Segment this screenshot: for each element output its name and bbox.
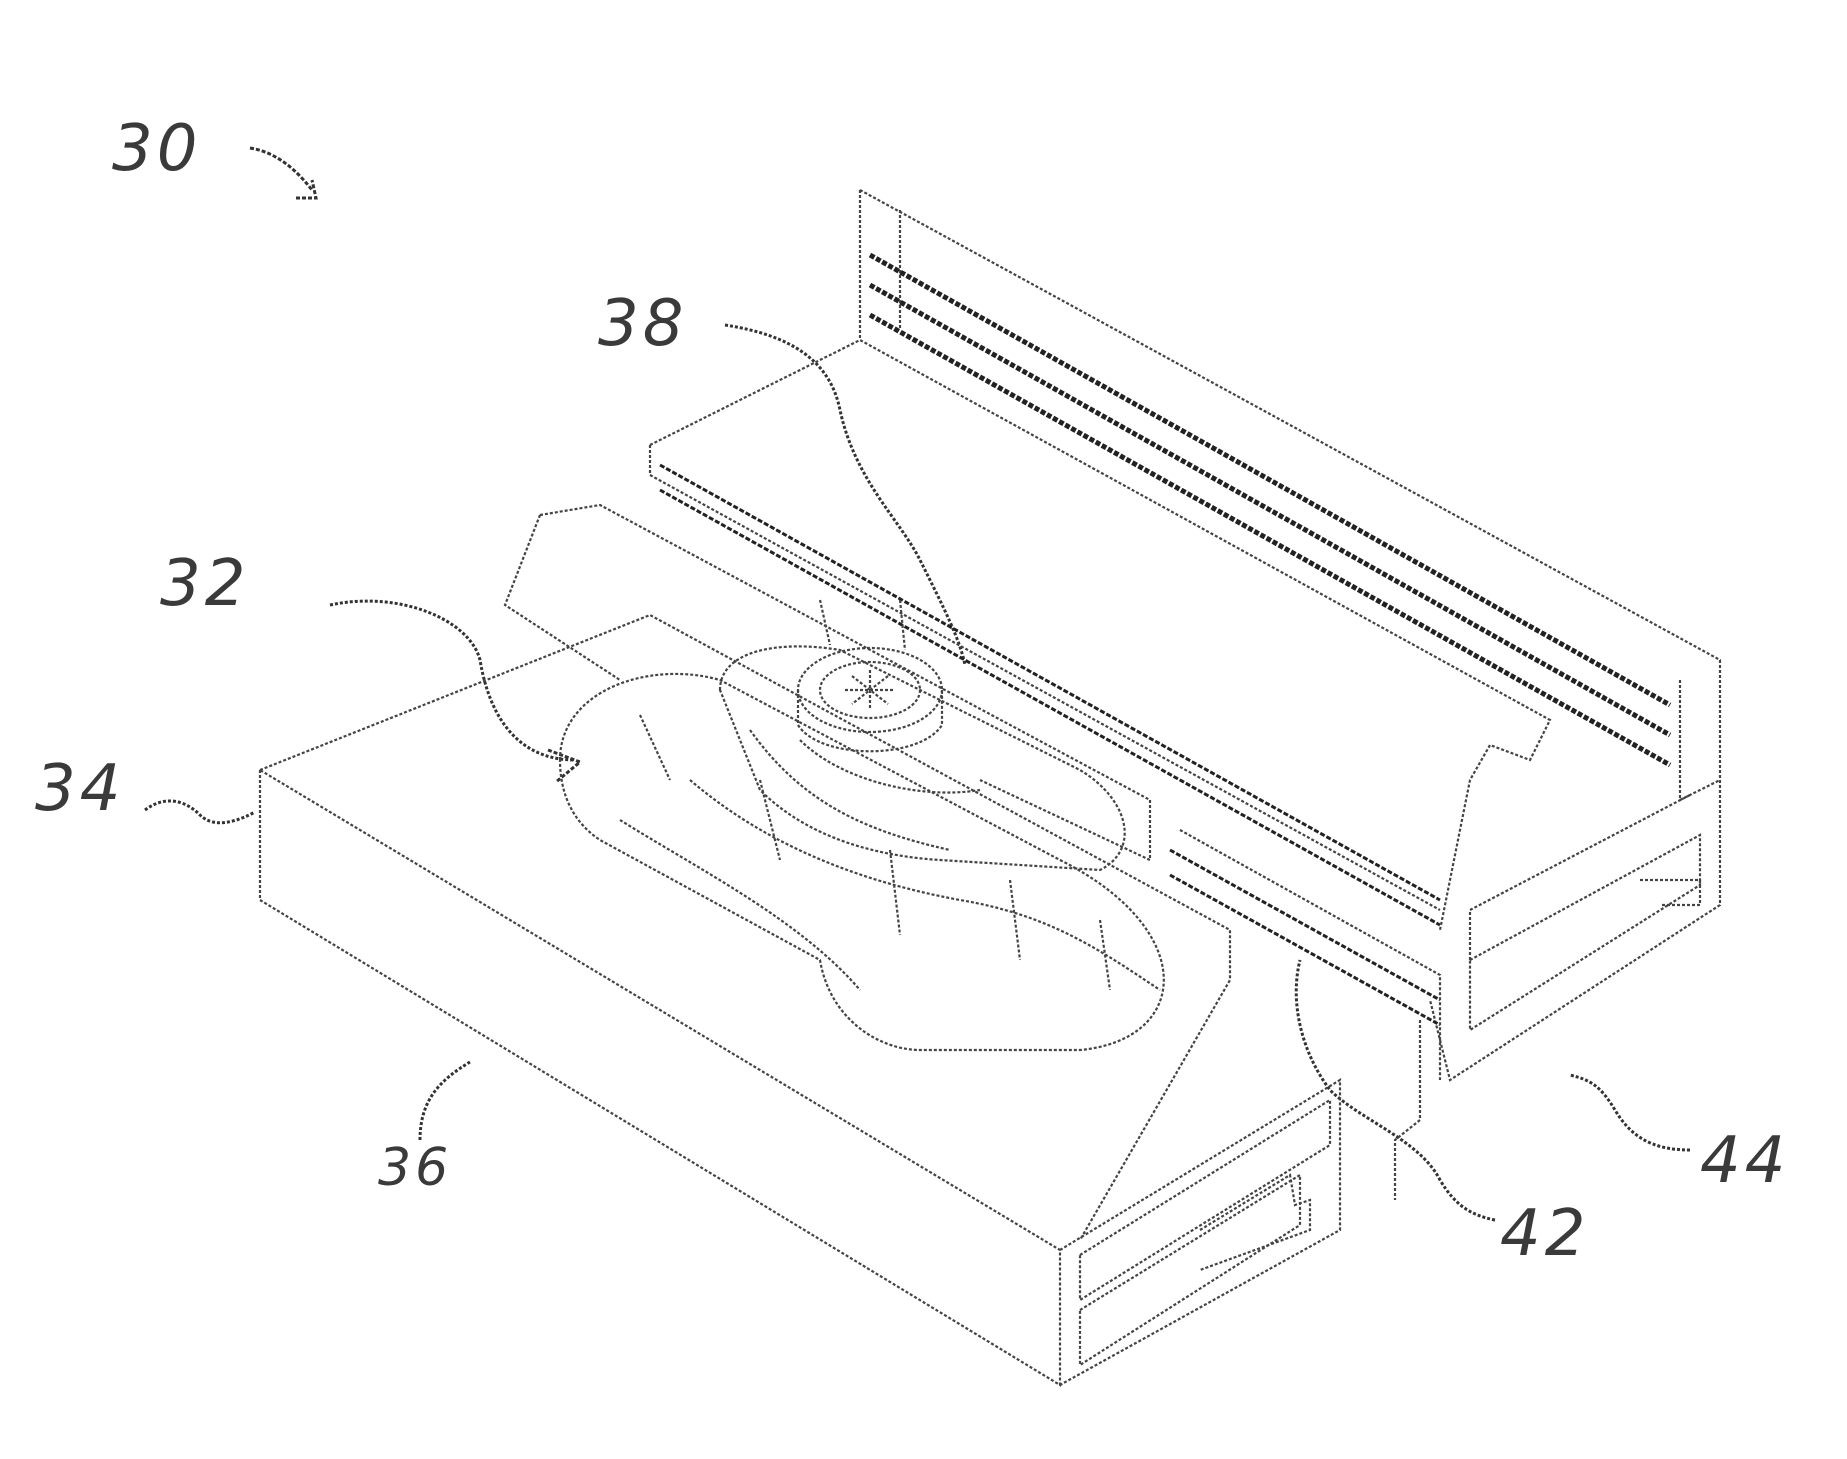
label-32: 32 [160, 547, 249, 621]
mid-plate [650, 340, 1550, 1200]
label-36: 36 [378, 1138, 452, 1198]
arrow-30 [250, 148, 316, 198]
label-38: 38 [598, 287, 687, 361]
base-extrusion [260, 615, 1340, 1385]
leader-44 [1570, 1075, 1690, 1150]
leader-42 [1296, 960, 1495, 1220]
leader-36 [420, 1062, 470, 1140]
label-42: 42 [1500, 1197, 1589, 1271]
leader-34 [145, 801, 255, 823]
label-34: 34 [35, 752, 124, 826]
label-44: 44 [1700, 1124, 1789, 1198]
leader-32 [330, 601, 575, 760]
leader-32-arrowhead [548, 750, 580, 782]
screw-head [798, 600, 942, 751]
label-30: 30 [112, 112, 201, 186]
leader-38 [725, 325, 965, 665]
rail-grooves [660, 255, 1670, 1025]
